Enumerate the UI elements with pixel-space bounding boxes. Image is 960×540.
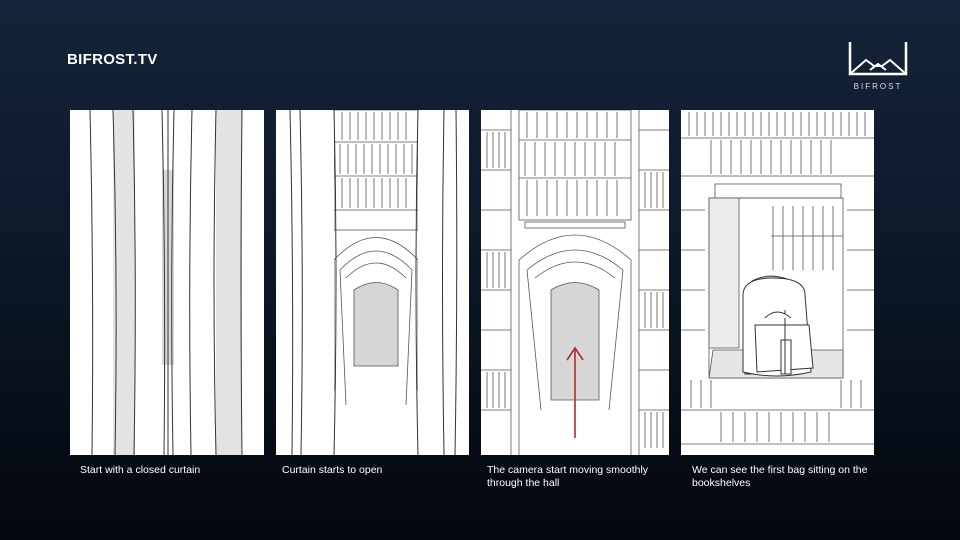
frame-1-caption: Start with a closed curtain xyxy=(80,464,201,476)
storyboard-frame-3 xyxy=(481,110,669,455)
frame-4-caption: We can see the first bag sitting on the … xyxy=(692,464,868,489)
camera-direction-arrow xyxy=(566,346,584,438)
closed-curtain-sketch xyxy=(89,110,243,455)
frame-2-caption: Curtain starts to open xyxy=(282,464,383,476)
storyboard-frame-2 xyxy=(276,110,469,455)
frame-3-caption: The camera start moving smoothly through… xyxy=(487,464,649,489)
curtain-opening-sketch xyxy=(276,110,469,455)
hall-camera-move-sketch xyxy=(481,110,669,455)
brand-title: BIFROST.TV xyxy=(67,51,158,68)
backpack-sketch xyxy=(742,275,814,377)
bifrost-logo-icon xyxy=(848,42,908,76)
bifrost-logo: BIFROST xyxy=(846,40,910,94)
storyboard-frame-1 xyxy=(70,110,264,455)
logo-label: BIFROST xyxy=(853,82,903,91)
storyboard-frame-4 xyxy=(681,110,874,455)
bag-on-shelf-sketch xyxy=(681,112,874,445)
